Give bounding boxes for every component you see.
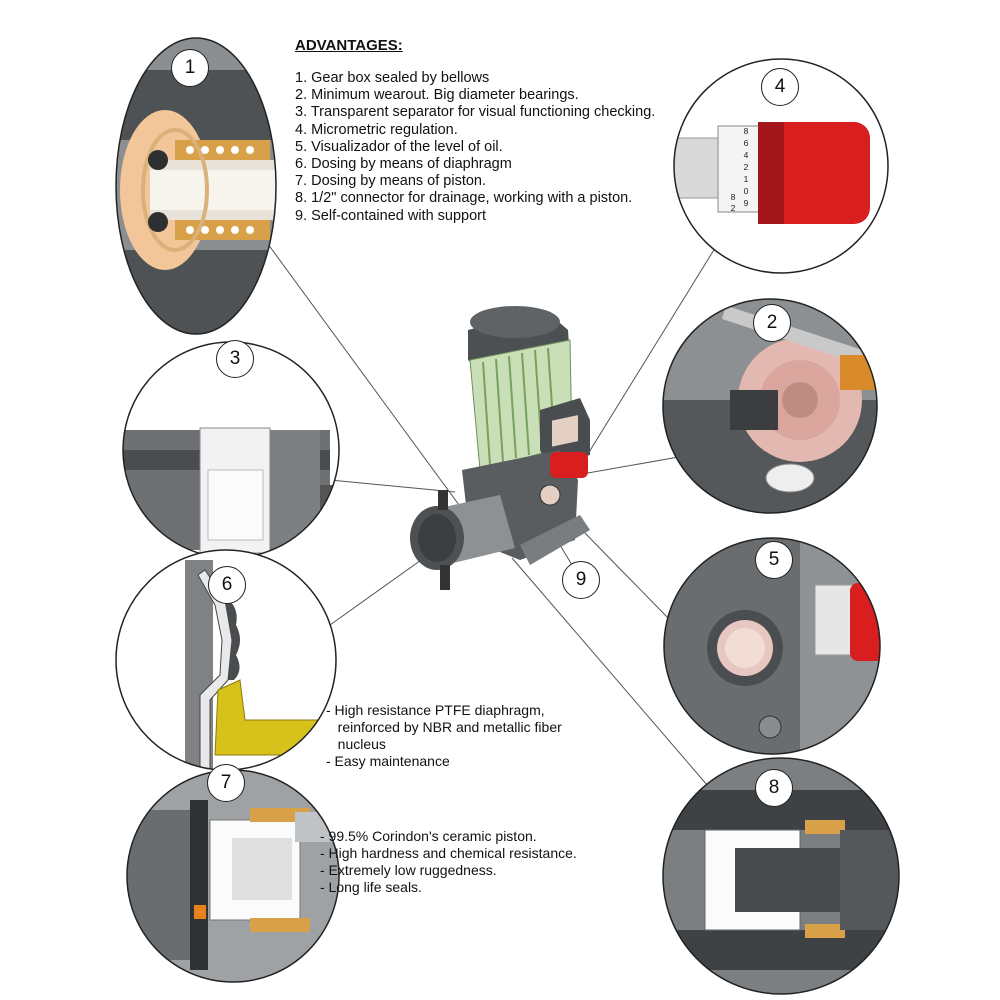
note-line: - Long life seals. [320,879,422,895]
svg-text:2: 2 [731,203,736,213]
advantage-item: 1. Gear box sealed by bellows [295,70,490,86]
svg-text:9: 9 [744,198,749,208]
svg-text:8: 8 [744,126,749,136]
advantage-item: 9. Self-contained with support [295,207,487,224]
advantage-item: 6. Dosing by means of diaphragm [295,156,512,173]
detail-4-micrometer: 8 6 4 2 1 0 9 8 2 [673,58,889,274]
detail-5-oil-level [663,537,881,755]
callout-4: 4 [761,68,799,106]
piston-notes: - 99.5% Corindon's ceramic piston. - Hig… [320,828,577,896]
advantage-item: 5. Visualizador of the level of oil. [295,138,503,155]
advantages-title: ADVANTAGES: [295,37,403,54]
advantage-item: 8. 1/2" connector for drainage, working … [295,190,633,207]
advantage-item: 2. Minimum wearout. Big diameter bearing… [295,87,579,104]
detail-1-bellows [115,37,277,335]
svg-text:2: 2 [744,162,749,172]
note-line: reinforced by NBR and metallic fiber [326,719,562,735]
note-line: - High resistance PTFE diaphragm, [326,702,545,718]
note-line: nucleus [326,736,386,752]
callout-1: 1 [171,49,209,87]
callout-8: 8 [755,769,793,807]
callout-5: 5 [755,541,793,579]
note-line: - 99.5% Corindon's ceramic piston. [320,828,537,844]
advantage-item: 4. Micrometric regulation. [295,121,458,138]
detail-3-separator [122,341,340,559]
callout-6: 6 [208,566,246,604]
advantage-item: 3. Transparent separator for visual func… [295,104,656,121]
callout-9: 9 [562,561,600,599]
note-line: - High hardness and chemical resistance. [320,845,577,861]
advantage-item: 7. Dosing by means of piston. [295,173,487,190]
micrometer-scale: 8 6 4 2 1 0 9 8 2 [731,126,749,213]
note-line: - Extremely low ruggedness. [320,862,497,878]
note-line: - Easy maintenance [326,753,450,769]
leader-lines [264,239,721,801]
callout-2: 2 [753,304,791,342]
advantages-list: 1. Gear box sealed by bellows 2. Minimum… [295,70,655,225]
callout-7: 7 [207,764,245,802]
svg-text:6: 6 [744,138,749,148]
pump-illustration [410,306,590,590]
svg-text:0: 0 [744,186,749,196]
callout-3: 3 [216,340,254,378]
svg-text:8: 8 [731,192,736,202]
diaphragm-notes: - High resistance PTFE diaphragm, reinfo… [326,702,562,770]
svg-text:1: 1 [744,174,749,184]
svg-text:4: 4 [744,150,749,160]
